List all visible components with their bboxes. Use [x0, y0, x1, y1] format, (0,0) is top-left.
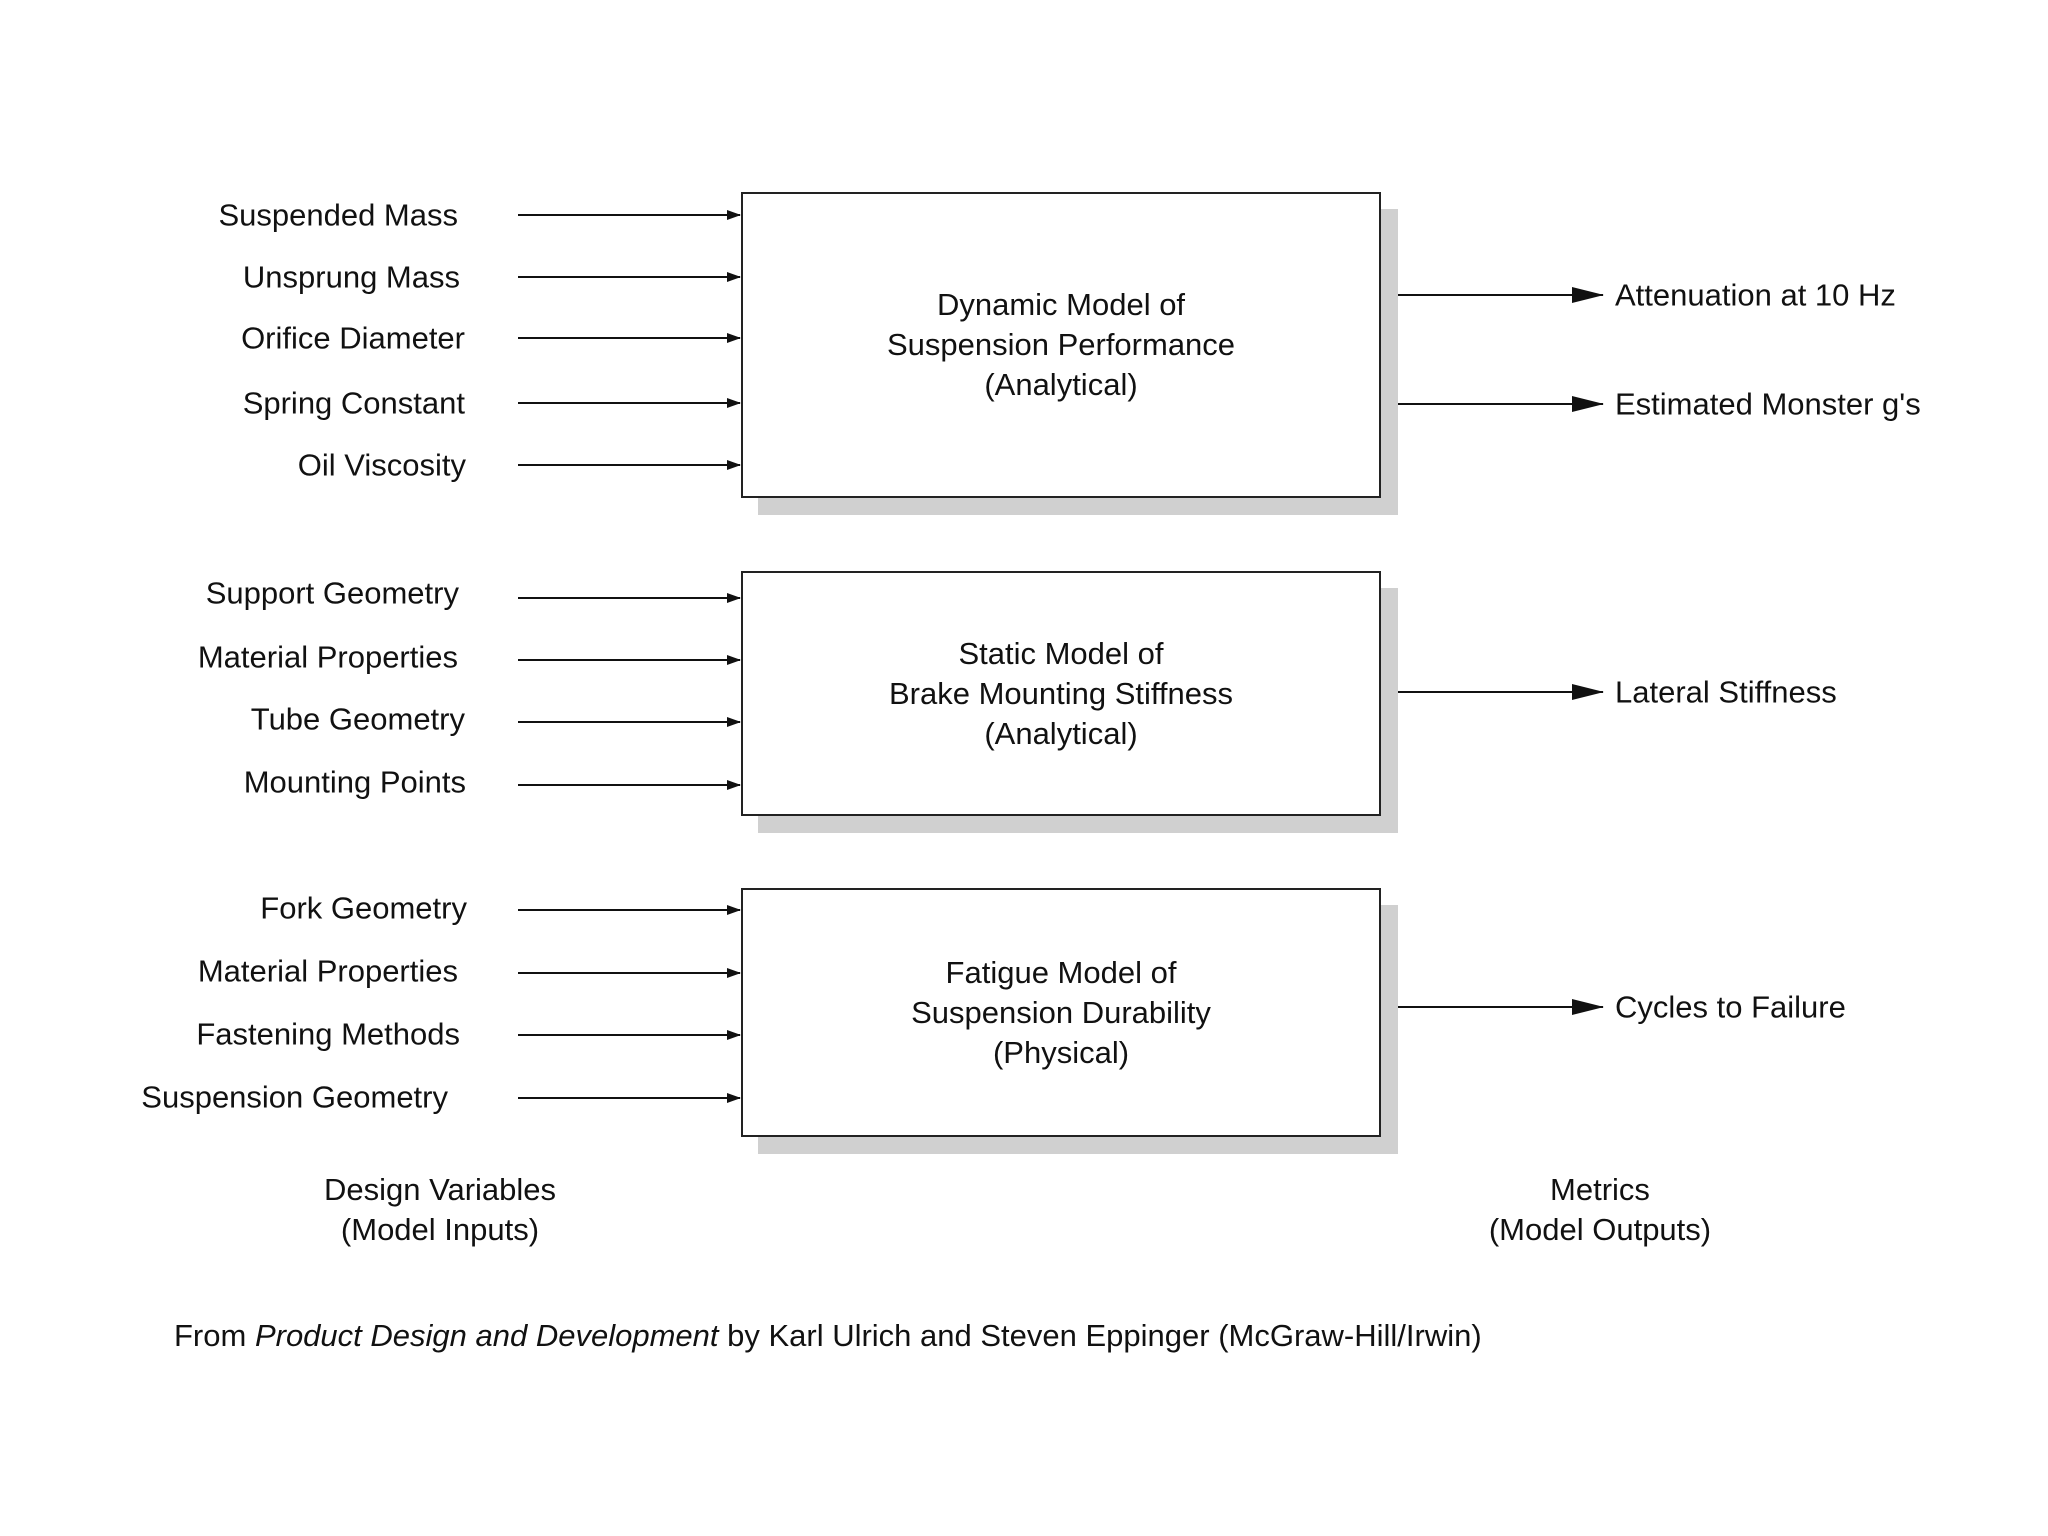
output-label: Cycles to Failure: [1615, 989, 1846, 1025]
input-label: Orifice Diameter: [241, 320, 465, 356]
model-title-line: Dynamic Model of: [936, 287, 1186, 322]
input-label: Tube Geometry: [250, 701, 465, 737]
model-title-line: Suspension Performance: [886, 327, 1236, 362]
caption-suffix: by Karl Ulrich and Steven Eppinger (McGr…: [718, 1318, 1482, 1353]
inputs-footer-label: Design Variables (Model Inputs): [280, 1170, 600, 1250]
model-title-line: Brake Mounting Stiffness: [888, 675, 1234, 711]
model-box-static: Static Model of Brake Mounting Stiffness…: [741, 571, 1381, 816]
output-label: Estimated Monster g's: [1615, 386, 1921, 422]
input-label: Mounting Points: [243, 764, 466, 800]
caption-prefix: From: [174, 1318, 255, 1353]
inputs-footer-line: Design Variables: [323, 1172, 557, 1207]
input-label: Suspended Mass: [218, 197, 458, 233]
input-label: Spring Constant: [242, 385, 465, 421]
outputs-footer-line: (Model Outputs): [1488, 1212, 1712, 1247]
input-label: Unsprung Mass: [242, 259, 460, 295]
output-label: Attenuation at 10 Hz: [1615, 277, 1896, 313]
model-title-line: Static Model of: [958, 635, 1164, 671]
outputs-footer-label: Metrics (Model Outputs): [1440, 1170, 1760, 1250]
input-label: Fastening Methods: [196, 1016, 460, 1052]
model-box-dynamic: Dynamic Model of Suspension Performance …: [741, 192, 1381, 498]
model-title-line: Suspension Durability: [911, 994, 1211, 1030]
model-title-line: Fatigue Model of: [945, 954, 1177, 990]
model-box-fatigue: Fatigue Model of Suspension Durability (…: [741, 888, 1381, 1137]
model-title-line: (Physical): [992, 1034, 1130, 1070]
output-label: Lateral Stiffness: [1615, 674, 1837, 710]
input-label: Material Properties: [197, 639, 458, 675]
input-label: Material Properties: [197, 953, 458, 989]
input-label: Support Geometry: [205, 575, 459, 611]
outputs-footer-line: Metrics: [1550, 1172, 1650, 1207]
inputs-footer-line: (Model Inputs): [340, 1212, 540, 1247]
caption-book-title: Product Design and Development: [254, 1318, 719, 1353]
model-title-line: (Analytical): [984, 715, 1138, 751]
model-title-line: (Analytical): [984, 367, 1138, 402]
input-label: Oil Viscosity: [297, 447, 466, 483]
input-label: Suspension Geometry: [141, 1079, 448, 1115]
source-caption: From Product Design and Development by K…: [174, 1318, 1482, 1354]
input-label: Fork Geometry: [260, 890, 467, 926]
